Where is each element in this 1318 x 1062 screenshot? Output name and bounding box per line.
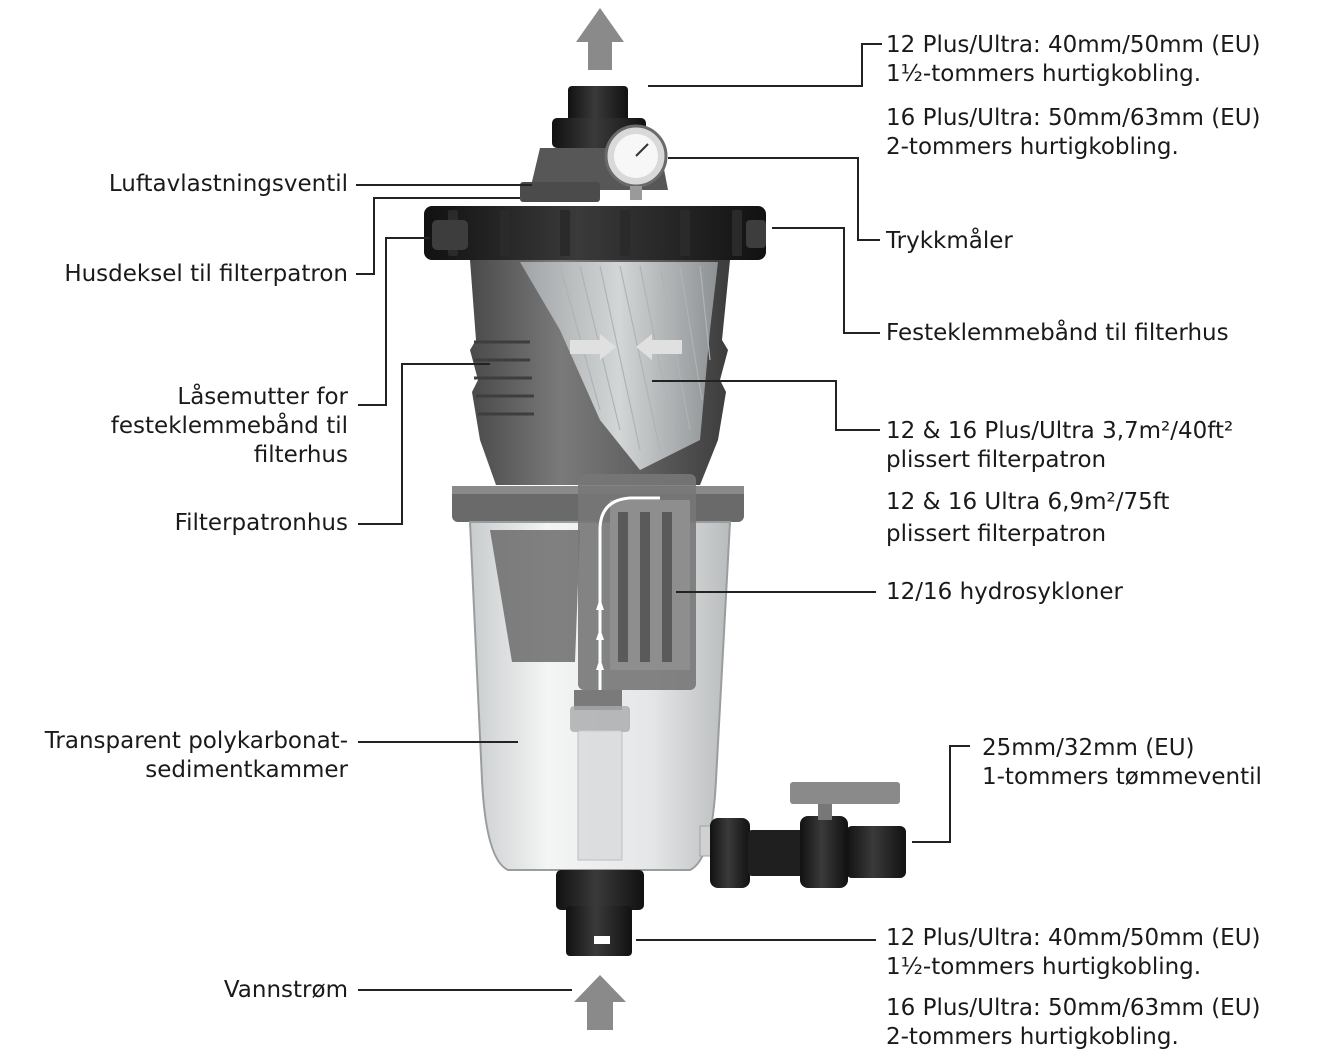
lock-nut-text-3: filterhus [253, 442, 348, 468]
bottom-inlet-text-3: 16 Plus/Ultra: 50mm/63mm (EU) [886, 995, 1261, 1021]
top-outlet-text-4: 2-tommers hurtigkobling. [886, 134, 1179, 160]
bottom-inlet-text-4: 2-tommers hurtigkobling. [886, 1024, 1179, 1050]
cartridge-lid-illustration [424, 206, 766, 260]
air-relief-valve-label: Luftavlastningsventil [109, 170, 348, 199]
top-outlet-label: 12 Plus/Ultra: 40mm/50mm (EU) 1½-tommers… [886, 31, 1261, 162]
cartridge-text-4: plissert filterpatron [886, 521, 1107, 547]
water-flow-text: Vannstrøm [223, 977, 348, 1003]
water-flow-label: Vannstrøm [224, 976, 348, 1005]
drain-valve-illustration [699, 782, 906, 888]
pressure-gauge-illustration [604, 124, 668, 200]
inflow-arrow-left [570, 334, 616, 360]
clamp-band-text: Festeklemmebånd til filterhus [886, 320, 1229, 346]
lock-nut-text-1: Låsemutter for [177, 384, 348, 410]
top-outlet-text-2: 1½-tommers hurtigkobling. [886, 61, 1202, 87]
cartridge-housing-text: Filterpatronhus [174, 510, 348, 536]
air-relief-valve-illustration [520, 182, 600, 202]
sediment-chamber-text-2: sedimentkammer [145, 757, 348, 783]
inflow-arrow-right [636, 334, 682, 360]
cartridge-text-3: 12 & 16 Ultra 6,9m²/75ft [886, 489, 1170, 515]
sediment-chamber-label: Transparent polykarbonat- sedimentkammer [45, 727, 348, 785]
cartridge-label: 12 & 16 Plus/Ultra 3,7m²/40ft² plissert … [886, 417, 1233, 549]
pressure-gauge-text: Trykkmåler [886, 228, 1013, 254]
cartridge-housing-label: Filterpatronhus [175, 509, 348, 538]
inlet-flow-arrow [574, 975, 626, 1030]
drain-valve-text-2: 1-tommers tømmeventil [982, 764, 1262, 790]
cartridge-lid-text: Husdeksel til filterpatron [64, 261, 348, 287]
hydrocyclones-label: 12/16 hydrosykloner [886, 578, 1123, 607]
cartridge-text-1: 12 & 16 Plus/Ultra 3,7m²/40ft² [886, 418, 1234, 444]
cartridge-lid-label: Husdeksel til filterpatron [64, 260, 348, 289]
drain-valve-label: 25mm/32mm (EU) 1-tommers tømmeventil [982, 734, 1262, 792]
outlet-flow-arrow [576, 8, 624, 70]
clamp-band-label: Festeklemmebånd til filterhus [886, 319, 1229, 348]
lock-nut-label: Låsemutter for festeklemmebånd til filte… [111, 383, 348, 470]
bottom-inlet-label: 12 Plus/Ultra: 40mm/50mm (EU) 1½-tommers… [886, 924, 1261, 1052]
hydrocyclone-illustration [578, 474, 696, 690]
hydrocyclones-text: 12/16 hydrosykloner [886, 579, 1123, 605]
top-outlet-text-3: 16 Plus/Ultra: 50mm/63mm (EU) [886, 105, 1261, 131]
sediment-chamber-text-1: Transparent polykarbonat- [44, 728, 348, 754]
clamp-lock-illustration [432, 220, 468, 250]
drain-valve-text-1: 25mm/32mm (EU) [982, 735, 1195, 761]
pressure-gauge-label: Trykkmåler [886, 227, 1013, 256]
lock-nut-text-2: festeklemmebånd til [110, 413, 348, 439]
air-relief-valve-text: Luftavlastningsventil [108, 171, 348, 197]
top-outlet-text-1: 12 Plus/Ultra: 40mm/50mm (EU) [886, 32, 1261, 58]
top-outlet-fitting [568, 86, 628, 126]
bottom-inlet-fitting [556, 870, 644, 910]
bottom-inlet-text-2: 1½-tommers hurtigkobling. [886, 954, 1202, 980]
bottom-inlet-text-1: 12 Plus/Ultra: 40mm/50mm (EU) [886, 925, 1261, 951]
cartridge-text-2: plissert filterpatron [886, 447, 1107, 473]
